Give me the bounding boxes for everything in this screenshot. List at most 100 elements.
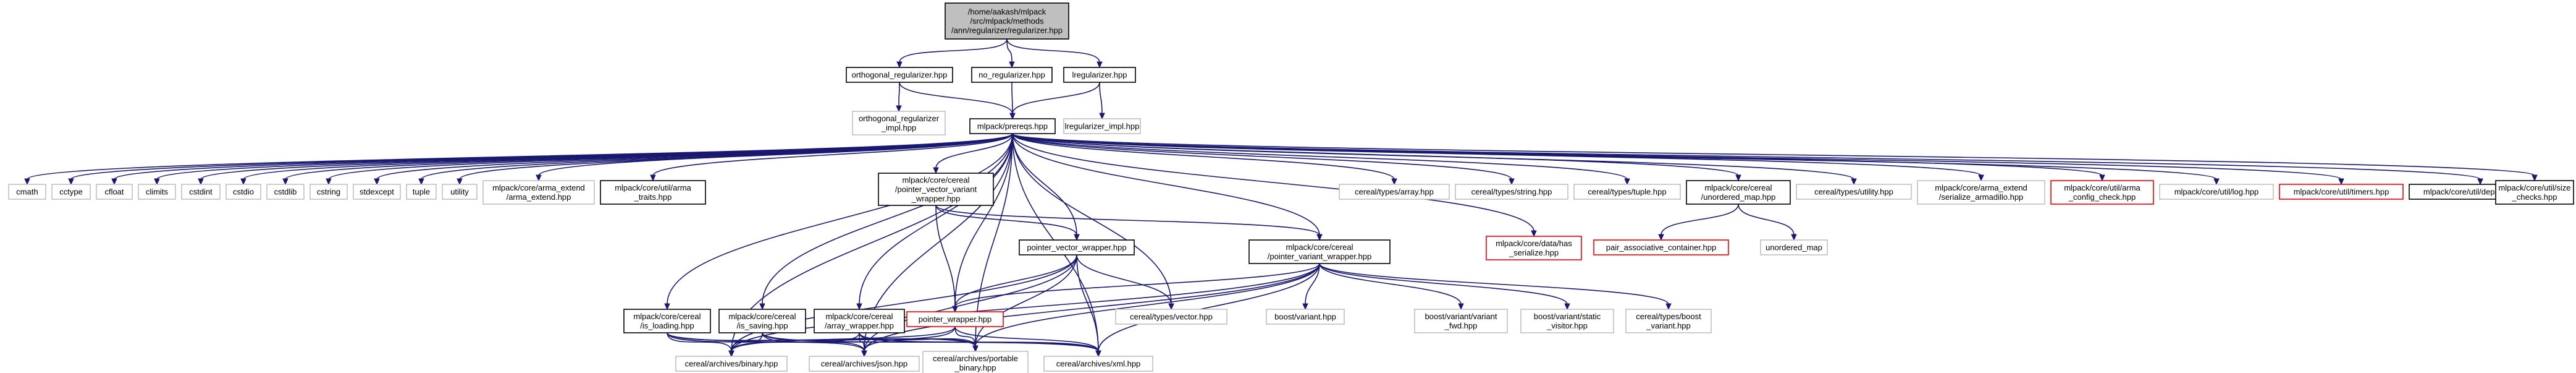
edge-ptrwrap-to-xml: [954, 326, 1101, 358]
node-bvariant[interactable]: boost/variant.hpp: [1266, 309, 1345, 325]
node-umap[interactable]: mlpack/core/cereal/unordered_map.hpp: [1686, 180, 1791, 205]
node-box: [1917, 180, 2045, 205]
node-label: boost/variant/static: [1534, 312, 1601, 321]
node-box: [718, 309, 806, 333]
node-xml[interactable]: cereal/archives/xml.hpp: [1043, 356, 1153, 372]
node-label: cfloat: [104, 187, 124, 197]
node-ctarray[interactable]: cereal/types/array.hpp: [1339, 184, 1450, 200]
edge-layer: [24, 38, 2538, 358]
node-label: /arma_extend.hpp: [507, 192, 571, 202]
node-box: [309, 184, 348, 200]
edge-orth-to-orthimpl: [896, 82, 902, 113]
node-cctype[interactable]: cctype: [51, 184, 91, 200]
node-cstdint[interactable]: cstdint: [181, 184, 221, 200]
node-box: [1248, 239, 1391, 264]
edge-prereqs-to-issaving: [759, 133, 1013, 311]
node-ctvector[interactable]: cereal/types/vector.hpp: [1115, 309, 1227, 325]
node-armatraits[interactable]: mlpack/core/util/arma_traits.hpp: [600, 180, 706, 205]
node-utility[interactable]: utility: [442, 184, 478, 200]
node-json[interactable]: cereal/archives/json.hpp: [809, 356, 920, 372]
node-binary[interactable]: cereal/archives/binary.hpp: [675, 356, 788, 372]
node-label: /is_loading.hpp: [640, 321, 694, 330]
node-box: [623, 309, 711, 333]
node-cstring[interactable]: cstring: [309, 184, 348, 200]
node-box: [2159, 184, 2274, 200]
edge-ptrwrap-to-binary: [728, 326, 956, 358]
node-unmap[interactable]: unordered_map: [1760, 239, 1828, 255]
node-arrwrap[interactable]: mlpack/core/cereal/array_wrapper.hpp: [814, 309, 905, 333]
node-cttuple[interactable]: cereal/types/tuple.hpp: [1573, 184, 1681, 200]
node-pvw[interactable]: pointer_vector_wrapper.hpp: [1019, 239, 1135, 255]
node-lreg[interactable]: lregularizer.hpp: [1063, 67, 1136, 83]
node-pvarw[interactable]: mlpack/core/cereal/pointer_variant_wrapp…: [1248, 239, 1391, 264]
node-prereqs[interactable]: mlpack/prereqs.hpp: [969, 118, 1056, 134]
node-hasser[interactable]: mlpack/core/data/has_serialize.hpp: [1486, 236, 1582, 260]
node-box: [814, 309, 905, 333]
node-stdexcept[interactable]: stdexcept: [353, 184, 401, 200]
node-noreg[interactable]: no_regularizer.hpp: [971, 67, 1053, 83]
node-log[interactable]: mlpack/core/util/log.hpp: [2159, 184, 2274, 200]
node-box: [225, 184, 261, 200]
node-box: [1455, 184, 1568, 200]
node-label: pair_associative_container.hpp: [1606, 243, 1717, 252]
node-box: [1266, 309, 1345, 325]
node-isloading[interactable]: mlpack/core/cereal/is_loading.hpp: [623, 309, 711, 333]
node-serarma[interactable]: mlpack/core/arma_extend/serialize_armadi…: [1917, 180, 2045, 205]
node-root[interactable]: /home/aakash/mlpack/src/mlpack/methods/a…: [945, 2, 1069, 40]
edge-umap-to-pac: [1658, 204, 1739, 241]
node-box: [1063, 118, 1141, 134]
node-ptrwrap[interactable]: pointer_wrapper.hpp: [906, 311, 1004, 327]
node-issaving[interactable]: mlpack/core/cereal/is_saving.hpp: [718, 309, 806, 333]
node-box: [1019, 239, 1135, 255]
node-label: /src/mlpack/methods: [970, 17, 1044, 26]
node-cstdio[interactable]: cstdio: [225, 184, 261, 200]
edge-ptrwrap-to-portable: [954, 326, 979, 353]
node-lregimpl[interactable]: lregularizer_impl.hpp: [1063, 118, 1141, 134]
node-box: [1760, 239, 1828, 255]
node-bvfwd[interactable]: boost/variant/variant_fwd.hpp: [1414, 309, 1508, 333]
node-box: [96, 184, 133, 200]
node-label: mlpack/core/cereal: [1704, 183, 1772, 192]
node-box: [181, 184, 221, 200]
node-label: /serialize_armadillo.hpp: [1939, 192, 2024, 202]
node-orthimpl[interactable]: orthogonal_regularizer_impl.hpp: [852, 111, 946, 135]
node-armacfg[interactable]: mlpack/core/util/arma_config_check.hpp: [2050, 180, 2154, 205]
node-box: [1796, 184, 1912, 200]
node-box: [1414, 309, 1508, 333]
node-tuple[interactable]: tuple: [406, 184, 437, 200]
node-box: [1625, 309, 1712, 333]
node-timers[interactable]: mlpack/core/util/timers.hpp: [2279, 184, 2404, 200]
node-cmath[interactable]: cmath: [8, 184, 46, 200]
node-ctstring[interactable]: cereal/types/string.hpp: [1455, 184, 1568, 200]
node-label: mlpack/core/cereal: [728, 312, 796, 321]
node-label: cereal/types/array.hpp: [1355, 187, 1434, 197]
node-box: [442, 184, 478, 200]
node-box: [971, 67, 1053, 83]
node-climits[interactable]: climits: [138, 184, 176, 200]
node-label: cereal/archives/json.hpp: [821, 359, 907, 369]
node-box: [406, 184, 437, 200]
node-box: [600, 180, 706, 205]
node-orth[interactable]: orthogonal_regularizer.hpp: [846, 67, 953, 83]
node-ctutility[interactable]: cereal/types/utility.hpp: [1796, 184, 1912, 200]
node-box: [1486, 236, 1582, 260]
node-label: cereal/types/string.hpp: [1471, 187, 1552, 197]
node-label: mlpack/core/cereal: [902, 176, 969, 185]
node-bvstatic[interactable]: boost/variant/static_visitor.hpp: [1520, 309, 1614, 333]
node-portable[interactable]: cereal/archives/portable_binary.hpp: [922, 351, 1029, 373]
node-cstdlib[interactable]: cstdlib: [266, 184, 305, 200]
node-label: cereal/types/boost: [1636, 312, 1701, 321]
node-box: [2050, 180, 2154, 205]
node-box: [266, 184, 305, 200]
node-armaext[interactable]: mlpack/core/arma_extend/arma_extend.hpp: [482, 180, 595, 205]
node-cfloat[interactable]: cfloat: [96, 184, 133, 200]
node-label: boost/variant.hpp: [1274, 312, 1336, 322]
node-sizechecks[interactable]: mlpack/core/util/size_checks.hpp: [2495, 180, 2574, 205]
node-ctboost[interactable]: cereal/types/boost_variant.hpp: [1625, 309, 1712, 333]
node-box: [922, 351, 1029, 373]
node-pac[interactable]: pair_associative_container.hpp: [1593, 239, 1729, 255]
node-label: /ann/regularizer/regularizer.hpp: [951, 26, 1063, 35]
edge-pvvw-to-pvw: [935, 205, 1080, 241]
node-label: /pointer_variant_wrapper.hpp: [1268, 252, 1371, 261]
node-pvvw[interactable]: mlpack/core/cereal/pointer_vector_varian…: [878, 173, 994, 206]
